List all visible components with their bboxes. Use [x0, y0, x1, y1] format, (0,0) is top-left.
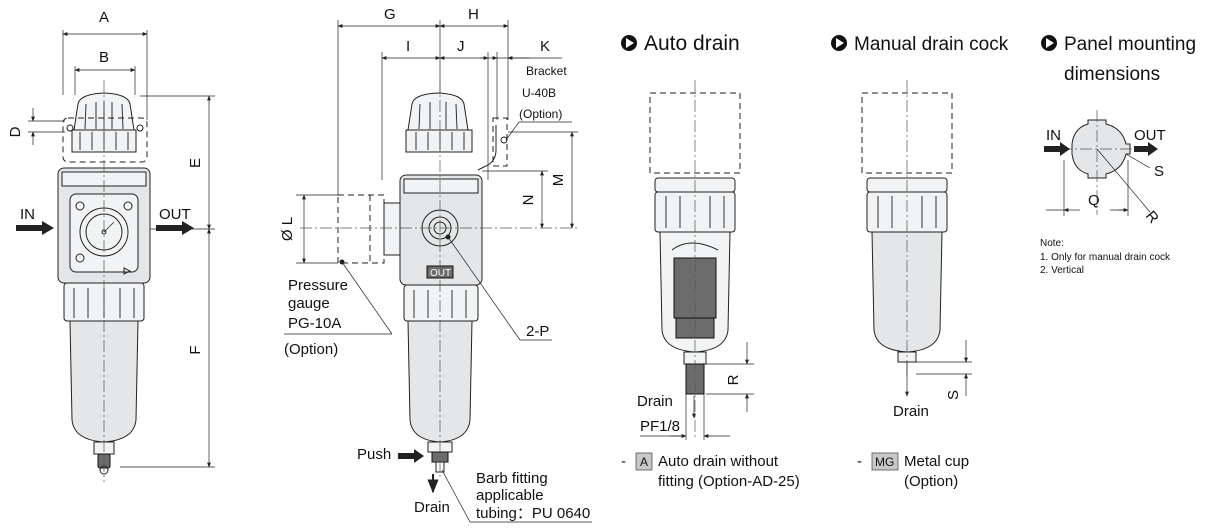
dim-h-label: H — [468, 6, 479, 23]
panel-in-label: IN — [1046, 127, 1061, 144]
dim-i-label: I — [406, 38, 410, 55]
panel-r-label: R — [1142, 208, 1162, 227]
barb-line1: Barb fitting — [476, 470, 548, 487]
panel-note-1: 1. Only for manual drain cock — [1040, 252, 1171, 263]
auto-dash: - — [621, 453, 626, 470]
port-label: 2-P — [526, 323, 549, 340]
bracket-option: (Option) — [519, 107, 562, 121]
manual-drain-label: Drain — [893, 403, 929, 420]
panel-out-label: OUT — [1134, 127, 1166, 144]
in-label: IN — [20, 206, 35, 223]
manual-code: MG — [875, 455, 894, 469]
auto-drain-label: Drain — [637, 393, 673, 410]
manual-drain-title: Manual drain cock — [854, 34, 1009, 55]
auto-drain-title: Auto drain — [644, 32, 740, 55]
auto-pf-label: PF1/8 — [640, 418, 680, 435]
auto-note1: Auto drain without — [658, 453, 779, 470]
bracket-label: Bracket — [526, 64, 567, 78]
out-marking: OUT — [430, 268, 451, 279]
dim-e-label: E — [187, 158, 204, 168]
front-view-drawing: A B D E F — [7, 9, 215, 482]
auto-drain-drawing: Auto drain R Drain PF1/8 - — [621, 32, 800, 490]
manual-s-label: S — [945, 390, 962, 400]
gauge-option: (Option) — [284, 341, 338, 358]
gauge-line2: gauge — [288, 295, 330, 312]
out-label: OUT — [159, 206, 191, 223]
barb-line2: applicable — [476, 487, 544, 504]
barb-line3: tubing：PU 0640 — [476, 505, 590, 522]
dim-j-label: J — [457, 38, 465, 55]
manual-note1: Metal cup — [904, 453, 969, 470]
dim-b-label: B — [99, 49, 109, 66]
panel-s-label: S — [1154, 163, 1164, 180]
panel-note-2: 2. Vertical — [1040, 265, 1084, 276]
dim-f-label: F — [187, 345, 204, 354]
dim-n-label: N — [520, 195, 537, 206]
panel-note-title: Note: — [1040, 238, 1064, 249]
dim-l-label: Ø L — [279, 217, 296, 241]
dim-d-label: D — [7, 126, 24, 137]
gauge-line1: Pressure — [288, 277, 348, 294]
manual-note2: (Option) — [904, 473, 958, 490]
auto-r-label: R — [725, 374, 742, 385]
auto-code: A — [640, 455, 648, 469]
panel-title-1: Panel mounting — [1064, 34, 1196, 55]
side-view-drawing: G H I J K Bracket U-40B (Option) — [279, 6, 592, 523]
auto-note2: fitting (Option-AD-25) — [658, 473, 800, 490]
push-label: Push — [357, 446, 391, 463]
dim-a-label: A — [99, 9, 109, 26]
dim-k-label: K — [540, 38, 550, 55]
panel-title-2: dimensions — [1064, 64, 1160, 85]
manual-drain-drawing: Manual drain cock Drain S - MG Metal cup… — [831, 34, 1009, 490]
dim-m-label: M — [550, 174, 567, 187]
manual-dash: - — [857, 453, 862, 470]
panel-q-label: Q — [1088, 192, 1100, 209]
drain-label: Drain — [414, 499, 450, 516]
bracket-model: U-40B — [522, 86, 556, 100]
dim-g-label: G — [384, 6, 396, 23]
gauge-model: PG-10A — [288, 315, 341, 332]
panel-mounting-drawing: Panel mounting dimensions IN OUT S R Q N… — [1040, 34, 1196, 276]
